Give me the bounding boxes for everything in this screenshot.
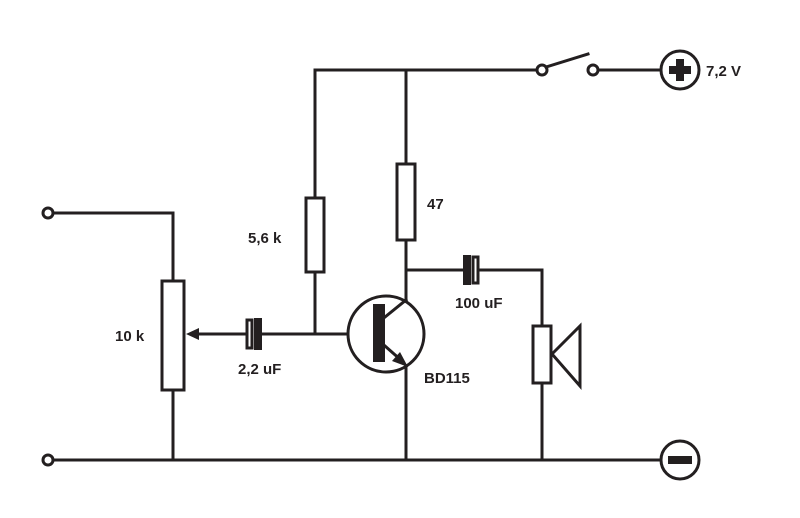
minus-sign-icon — [668, 456, 692, 464]
input-capacitor-plate-negative — [254, 318, 262, 350]
input-terminal-top — [41, 206, 55, 220]
transistor-collector-lead — [382, 297, 409, 320]
input-capacitor — [245, 318, 262, 350]
speaker-magnet — [531, 324, 553, 385]
switch-lever — [544, 52, 590, 69]
input-capacitor-label: 2,2 uF — [238, 361, 281, 378]
transistor-body — [346, 294, 426, 374]
potentiometer-wiper-arrow-icon — [186, 328, 199, 340]
transistor-emitter-arrow-icon — [392, 352, 408, 367]
switch-contact-left — [535, 63, 549, 77]
switch-contact-right — [586, 63, 600, 77]
base-resistor — [304, 196, 326, 274]
base-resistor-label: 5,6 k — [248, 230, 282, 247]
potentiometer-label: 10 k — [115, 328, 145, 345]
input-terminal-bottom — [41, 453, 55, 467]
speaker-cone-icon — [549, 322, 582, 390]
positive-terminal — [659, 49, 701, 91]
power-switch — [535, 52, 600, 77]
plus-sign-icon-v — [676, 59, 684, 81]
transistor-base-bar — [373, 304, 385, 362]
wires — [51, 68, 664, 462]
speaker — [531, 322, 582, 390]
output-capacitor — [463, 255, 480, 285]
negative-terminal — [659, 439, 701, 481]
supply-voltage-label: 7,2 V — [706, 63, 741, 80]
output-capacitor-plate-positive — [471, 255, 480, 285]
transistor-label: BD115 — [424, 370, 470, 387]
collector-resistor-label: 47 — [427, 196, 444, 213]
collector-resistor — [395, 162, 417, 242]
input-capacitor-plate-positive — [245, 318, 254, 350]
transistor — [346, 294, 426, 374]
output-capacitor-label: 100 uF — [455, 295, 503, 312]
potentiometer — [160, 279, 186, 392]
output-capacitor-plate-negative — [463, 255, 471, 285]
